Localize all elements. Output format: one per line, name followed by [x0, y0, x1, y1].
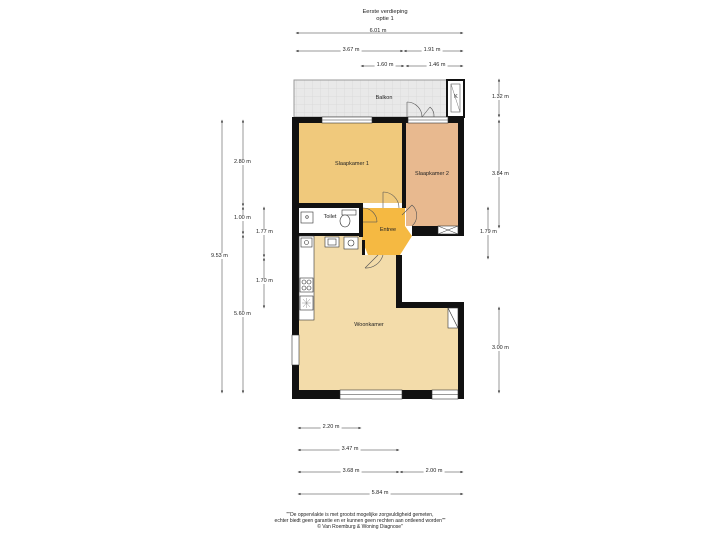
disclaimer-line-2: echter biedt geen garantie en er kunnen …	[274, 518, 446, 524]
balkon-door	[406, 101, 435, 118]
room-label-entree: Entree	[379, 227, 397, 233]
dim-right-d: 3.00 m	[492, 345, 509, 351]
slaapkamer-2-fill	[406, 123, 458, 226]
room-label-woonkamer: Woonkamer	[354, 322, 384, 328]
disclaimer-line-1: ""De oppervlakte is met grootst mogelijk…	[286, 512, 434, 518]
dim-top-b: 1.91 m	[421, 47, 443, 53]
entree-fill	[362, 208, 412, 255]
dim-left-b: 1.00 m	[234, 215, 251, 221]
dim-bottom-a: 2.20 m	[320, 424, 342, 430]
dim-bottom-b: 3.47 m	[339, 446, 361, 452]
dim-left-a: 2.80 m	[234, 159, 251, 165]
dim-right-b: 3.84 m	[492, 171, 509, 177]
dim-bottom-d: 2.00 m	[423, 468, 445, 474]
windows	[291, 116, 459, 400]
dim-right-c: 1.79 m	[480, 229, 497, 235]
balkon-area	[293, 79, 465, 118]
bedroom2-closet	[437, 225, 459, 235]
dim-bottom-c: 3.68 m	[340, 468, 362, 474]
room-label-toilet: Toilet	[323, 214, 337, 220]
dim-top-d: 1.46 m	[426, 62, 448, 68]
dim-left-d: 1.77 m	[256, 229, 273, 235]
toilet-fixtures	[300, 209, 357, 228]
dim-left-outer: 9.53 m	[211, 253, 228, 259]
kitchen	[298, 235, 359, 321]
dim-left-e: 1.70 m	[256, 278, 273, 284]
floor-title: Eerste verdieping	[362, 9, 408, 15]
dim-top-total: 6.01 m	[369, 28, 387, 34]
room-label-balkon: Balkon	[375, 95, 393, 101]
floor-subtitle: optie 1	[376, 16, 394, 22]
room-label-k: K	[454, 94, 458, 100]
disclaimer-line-3: © Van Roemburg & Woning Diagnose"	[317, 524, 403, 530]
entree-doors	[362, 191, 418, 269]
dim-bottom-total: 5.84 m	[369, 490, 391, 496]
dim-top-a: 3.67 m	[340, 47, 362, 53]
living-cabinet	[447, 307, 459, 329]
room-label-slaapkamer-2: Slaapkamer 2	[415, 171, 449, 177]
disclaimer: ""De oppervlakte is met grootst mogelijk…	[275, 512, 446, 530]
dim-left-c: 5.60 m	[234, 311, 251, 317]
dim-right-a: 1.32 m	[492, 94, 509, 100]
slaapkamer-1-fill	[299, 123, 402, 203]
dim-top-c: 1.60 m	[374, 62, 396, 68]
room-label-slaapkamer-1: Slaapkamer 1	[335, 161, 369, 167]
woonkamer-fill	[299, 235, 458, 390]
